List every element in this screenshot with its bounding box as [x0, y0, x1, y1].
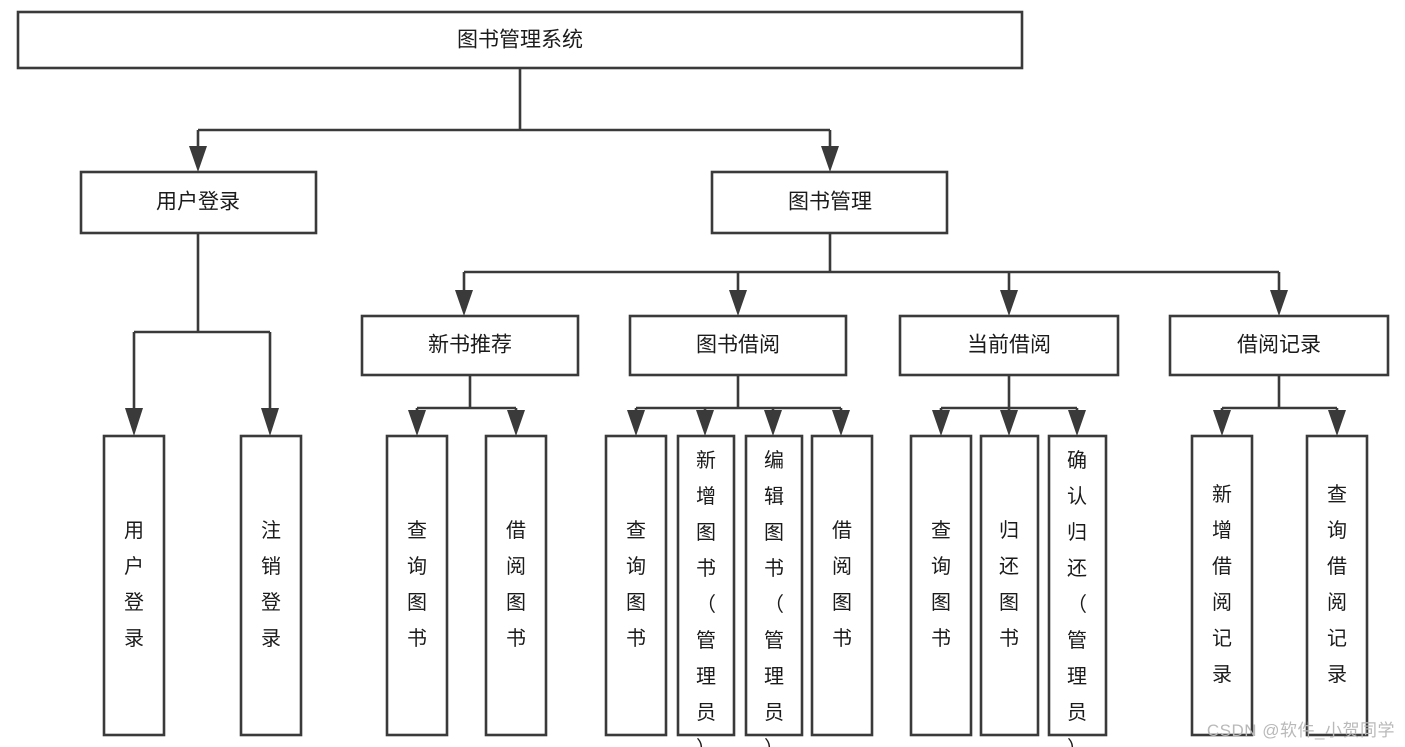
leaf-box[interactable]: [676, 434, 736, 737]
connector-bookborrow-to-leaves: [627, 375, 850, 436]
leaf-node[interactable]: 新增图书（管理员）: [676, 434, 736, 747]
node-book-borrow-label: 图书借阅: [696, 334, 780, 357]
leaf-box[interactable]: [102, 434, 166, 737]
leaf-box[interactable]: [1190, 434, 1254, 737]
connector-bookmgmt-to-level3: [455, 233, 1288, 316]
node-book-management[interactable]: 图书管理: [710, 170, 949, 235]
arrow-head-icon: [455, 290, 473, 316]
arrow-head-icon: [189, 146, 207, 172]
leaf-node[interactable]: 新增借阅记录: [1190, 434, 1254, 737]
arrow-head-icon: [1270, 290, 1288, 316]
leaf-node[interactable]: 查询图书: [604, 434, 668, 737]
arrow-head-icon: [507, 410, 525, 436]
arrow-head-icon: [1328, 410, 1346, 436]
leaf-label: 用户登录: [124, 520, 144, 650]
node-book-borrow-box[interactable]: [628, 314, 848, 377]
leaf-box[interactable]: [385, 434, 449, 737]
leaf-box[interactable]: [979, 434, 1040, 737]
leaf-label: 查询图书: [626, 519, 646, 650]
leaf-node[interactable]: 归还图书: [979, 434, 1040, 737]
arrow-head-icon: [1213, 410, 1231, 436]
node-current-borrow[interactable]: 当前借阅: [898, 314, 1120, 377]
node-root-label: 图书管理系统: [457, 29, 583, 52]
leaf-label: 归还图书: [999, 519, 1019, 650]
arrow-head-icon: [696, 410, 714, 436]
arrow-head-icon: [821, 146, 839, 172]
connector-userlogin-to-leaves: [125, 233, 279, 436]
leaf-label: 确认归还（管理员）: [1067, 449, 1087, 747]
arrow-head-icon: [408, 410, 426, 436]
leaf-label: 查询图书: [931, 519, 951, 650]
leaf-box[interactable]: [484, 434, 548, 737]
arrow-head-icon: [729, 290, 747, 316]
leaf-box[interactable]: [810, 434, 874, 737]
node-new-book-recommend-box[interactable]: [360, 314, 580, 377]
leaf-node[interactable]: 借阅图书: [484, 434, 548, 737]
connector-borrowrecord-to-leaves: [1213, 375, 1346, 436]
arrow-head-icon: [1000, 290, 1018, 316]
arrow-head-icon: [261, 408, 279, 436]
leaf-label: 借阅图书: [506, 519, 526, 650]
connector-root-to-level2: [189, 68, 839, 172]
leaf-box[interactable]: [744, 434, 804, 737]
leaf-box[interactable]: [239, 434, 303, 737]
arrow-head-icon: [932, 410, 950, 436]
node-borrow-record[interactable]: 借阅记录: [1168, 314, 1390, 377]
arrow-head-icon: [1000, 410, 1018, 436]
leaf-node[interactable]: 查询图书: [909, 434, 973, 737]
leaf-label: 新增图书（管理员）: [696, 449, 716, 747]
arrow-head-icon: [125, 408, 143, 436]
node-user-login[interactable]: 用户登录: [79, 170, 318, 235]
arrow-head-icon: [832, 410, 850, 436]
leaf-node[interactable]: 查询借阅记录: [1305, 434, 1369, 737]
connector-currentborrow-to-leaves: [932, 375, 1086, 436]
node-book-borrow[interactable]: 图书借阅: [628, 314, 848, 377]
node-root[interactable]: 图书管理系统: [16, 10, 1024, 70]
leaf-box[interactable]: [604, 434, 668, 737]
node-user-login-label: 用户登录: [156, 191, 240, 214]
node-new-book-recommend-label: 新书推荐: [428, 334, 512, 357]
connector-newbook-to-leaves: [408, 375, 525, 436]
leaf-label: 编辑图书（管理员）: [764, 449, 784, 747]
leaf-label: 注销登录: [261, 519, 281, 650]
arrow-head-icon: [627, 410, 645, 436]
leaf-label: 借阅图书: [832, 519, 852, 650]
leaf-label: 查询图书: [407, 519, 427, 650]
node-borrow-record-label: 借阅记录: [1237, 334, 1321, 357]
node-current-borrow-box[interactable]: [898, 314, 1120, 377]
arrow-head-icon: [1068, 410, 1086, 436]
leaf-node[interactable]: 注销登录: [239, 434, 303, 737]
leaf-label: 查询借阅记录: [1327, 483, 1347, 686]
leaf-node[interactable]: 编辑图书（管理员）: [744, 434, 804, 747]
node-book-management-box[interactable]: [710, 170, 949, 235]
leaf-node[interactable]: 借阅图书: [810, 434, 874, 737]
leaf-box[interactable]: [909, 434, 973, 737]
node-root-box[interactable]: [16, 10, 1024, 70]
watermark-label: CSDN @软件_小贺同学: [1206, 721, 1395, 740]
leaf-node[interactable]: 用户登录: [102, 434, 166, 737]
node-current-borrow-label: 当前借阅: [967, 334, 1051, 357]
node-book-management-label: 图书管理: [788, 191, 872, 214]
node-new-book-recommend[interactable]: 新书推荐: [360, 314, 580, 377]
leaf-label: 新增借阅记录: [1212, 483, 1232, 686]
node-borrow-record-box[interactable]: [1168, 314, 1390, 377]
leaf-box[interactable]: [1305, 434, 1369, 737]
leaf-node[interactable]: 查询图书: [385, 434, 449, 737]
leaf-node[interactable]: 确认归还（管理员）: [1047, 434, 1108, 747]
leaf-box[interactable]: [1047, 434, 1108, 737]
arrow-head-icon: [764, 410, 782, 436]
node-user-login-box[interactable]: [79, 170, 318, 235]
